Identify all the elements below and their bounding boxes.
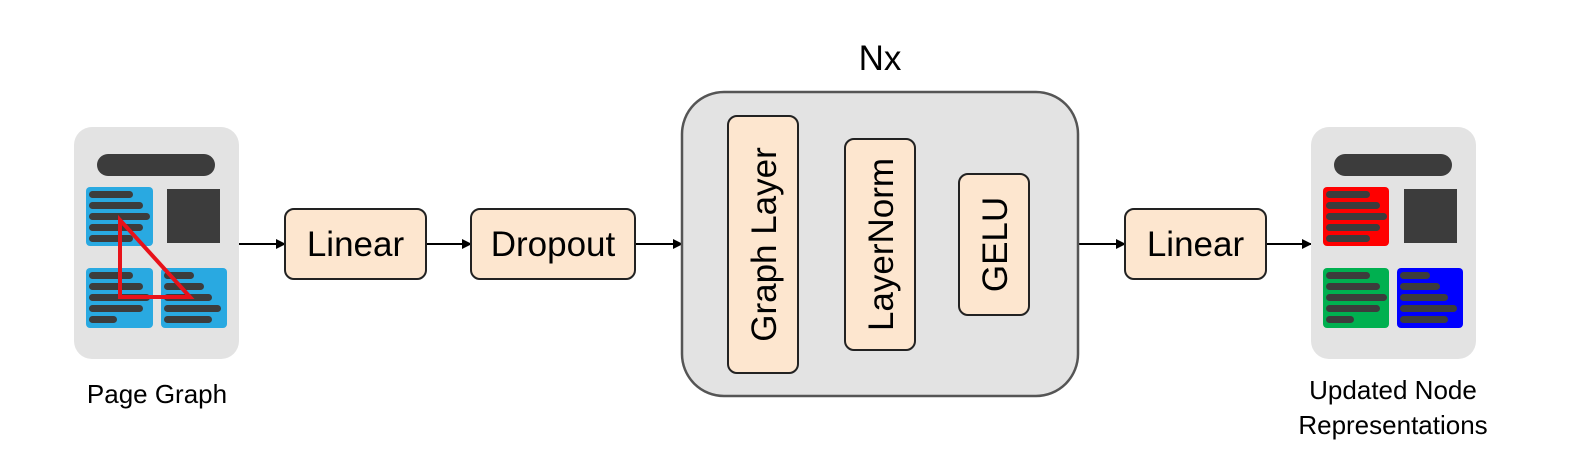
dropout-block: Dropout — [470, 208, 636, 280]
text-node-lines — [1400, 272, 1457, 323]
repeat-count-label: Nx — [859, 39, 902, 78]
linear-input-block: Linear — [284, 208, 427, 280]
graph-edges — [118, 214, 195, 299]
linear-output-label: Linear — [1147, 225, 1245, 264]
page-header-bar — [97, 154, 215, 176]
output-caption-line2: Representations — [1298, 410, 1487, 440]
output-caption-line1: Updated Node — [1309, 375, 1477, 405]
dropout-label: Dropout — [491, 225, 616, 264]
gelu-label: GELU — [976, 197, 1015, 292]
layernorm-block: LayerNorm — [844, 138, 916, 351]
text-node-lines — [1326, 272, 1387, 323]
page-graph-icon — [74, 127, 239, 359]
gelu-block: GELU — [958, 173, 1030, 316]
updated-page-icon — [1311, 127, 1476, 359]
linear-output-block: Linear — [1124, 208, 1267, 280]
page-header-bar — [1334, 154, 1452, 176]
linear-input-label: Linear — [307, 225, 405, 264]
image-block — [167, 189, 220, 243]
image-block — [1404, 189, 1457, 243]
repeated-layer-group: Graph Layer LayerNorm GELU — [680, 90, 1080, 398]
layernorm-label: LayerNorm — [862, 158, 901, 331]
graph-layer-label: Graph Layer — [745, 147, 784, 342]
page-graph-caption: Page Graph — [87, 379, 227, 409]
graph-layer-block: Graph Layer — [727, 115, 799, 374]
text-node-lines — [1326, 191, 1387, 242]
